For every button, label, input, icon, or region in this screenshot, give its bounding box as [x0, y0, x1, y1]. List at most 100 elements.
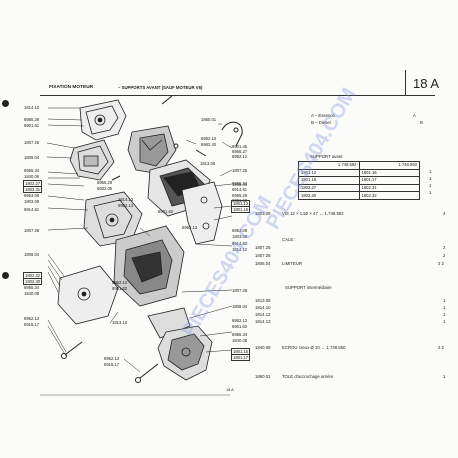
diagram-label: 6914.61 [232, 241, 248, 246]
diagram-label-boxed: 1802.30 [23, 278, 43, 285]
legend-diesel-flag: B [420, 120, 423, 125]
part-qty: 4 [443, 211, 446, 216]
part-ref: 1813.08 [255, 298, 271, 303]
diagram-label: 1808.04 [232, 304, 248, 309]
diagram-label: 1808.04 [232, 182, 248, 187]
diagram-label-boxed: 1801.17 [231, 354, 251, 361]
diagram-label: 6955.27 [232, 149, 248, 154]
right-bracket [181, 181, 223, 245]
support-avant-heading: SUPPORT avant [310, 154, 343, 159]
part-desc: ECROU creux Ø 10 ↔ 1.748.550 [282, 345, 346, 350]
part-qty: 1 [443, 298, 446, 303]
part-ref: 1803.09 [255, 211, 271, 216]
part-qty: 2 [443, 245, 446, 250]
wedge-block [147, 307, 191, 339]
diagram-label: 6955.34 [24, 168, 40, 173]
diagram-label: 1803.09 [232, 234, 248, 239]
part-desc: CALE : [282, 237, 296, 242]
diagram-label: 1840.08 [232, 338, 248, 343]
binder-hole-bottom [2, 272, 9, 279]
lower-left-plate [57, 265, 119, 325]
part-ref: 1808.04 [255, 261, 271, 266]
diagram-label: 6915.17 [24, 322, 40, 327]
page-subtitle: – SUPPORTS AVANT (SAUF MOTEUR V6) [118, 85, 203, 90]
diagram-label: 6955.26 [24, 117, 40, 122]
part-ref: 1814.12 [255, 312, 271, 317]
diagram-label: 6901.45 [232, 144, 248, 149]
diagram-label: 6901.61 [24, 123, 40, 128]
diagram-label: 1803.09 [24, 199, 40, 204]
header-rule [40, 95, 435, 96]
bottom-bracket [157, 325, 213, 381]
page-title: FIXATION MOTEUR [49, 85, 94, 90]
part-qty: 1 [443, 319, 446, 324]
diagram-label: 6962.13 [232, 318, 248, 323]
table-cell: 1802.32 [358, 191, 420, 200]
diagram-label: 1807.25 [232, 168, 248, 173]
diagram-label: 6962.13 [112, 280, 128, 285]
diagram-label: 6955.34 [232, 181, 248, 186]
diagram-label: 1813.08 [200, 161, 216, 166]
diagram-label: 6914.61 [232, 187, 248, 192]
part-desc: VIS 12 × 1,50 × 47 ↔ 1.748.592 [282, 211, 344, 216]
diagram-label: 6955.34 [24, 285, 40, 290]
diagram-label: 1840.06 [24, 174, 40, 179]
diagram-label: 6914.61 [24, 207, 40, 212]
front-support-upper [69, 139, 115, 181]
diagram-label: 1807.25 [24, 140, 40, 145]
diagram-label: 6962.13 [118, 203, 134, 208]
diagram-label: 6955.34 [232, 332, 248, 337]
legend-diesel: B – Diesel [311, 120, 331, 125]
diagram-label: 1840.08 [24, 291, 40, 296]
bolt-parts [61, 95, 243, 383]
part-ref: 1807.25 [255, 245, 271, 250]
support-avant-qty: 1 [429, 176, 432, 181]
diagram-label: 6953.08 [24, 193, 40, 198]
part-qty: 1 [443, 305, 446, 310]
diagram-label: 1807.28 [232, 288, 248, 293]
part-ref: 1814.10 [255, 305, 271, 310]
diagram-label-boxed: 1802.31 [23, 186, 43, 193]
diagram-label: 6901.62 [158, 209, 174, 214]
diagram-label: 6901.62 [112, 286, 128, 291]
upper-bracket-part [79, 99, 127, 141]
part-qty: 2 [443, 253, 446, 258]
part-desc: TOLE d'accrochage arrière [282, 374, 334, 379]
diagram-label: 6962.13 [182, 225, 198, 230]
legend-essence-flag: A [413, 113, 416, 118]
part-qty: 1 [443, 312, 446, 317]
diagram-label: 1808.04 [24, 155, 40, 160]
diagram-label: 1813.10 [112, 320, 128, 325]
part-ref: 1840.08 [255, 345, 271, 350]
diagram-label: 6962.13 [201, 136, 217, 141]
part-ref: 1807.28 [255, 253, 271, 258]
diagram-label: 1807.28 [24, 228, 40, 233]
diagram-label: 6955.28 [97, 180, 113, 185]
diagram-label: 1860.01 [201, 117, 217, 122]
rubber-mount-top [127, 125, 177, 175]
part-qty: 2 2 [438, 261, 444, 266]
part-qty: 1 [443, 374, 446, 379]
page-code: 18 A [413, 76, 440, 91]
diagram-label: 6901.62 [232, 324, 248, 329]
diagram-label: 6932.05 [97, 186, 113, 191]
footer-code: 18 A [226, 388, 234, 392]
support-avant-qty: 1 [429, 169, 432, 174]
lower-mount [113, 225, 185, 307]
diagram-label: 1814.13 [118, 197, 134, 202]
diagram-label: 6955.26 [232, 193, 248, 198]
part-ref: 1860.01 [255, 374, 271, 379]
leader-lines [46, 107, 233, 373]
diagram-label: 6962.40 [201, 142, 217, 147]
diagram-label: 1808.04 [24, 252, 40, 257]
part-ref: 1814.13 [255, 319, 271, 324]
support-avant-qty: 1 [429, 183, 432, 188]
diagram-label: 6962.13 [24, 316, 40, 321]
diagram-label-boxed: 1801.16 [231, 206, 251, 213]
part-desc: SUPPORT intermédiaire [285, 285, 332, 290]
part-qty: 2 2 [438, 345, 444, 350]
diagram-label: 6953.08 [232, 228, 248, 233]
